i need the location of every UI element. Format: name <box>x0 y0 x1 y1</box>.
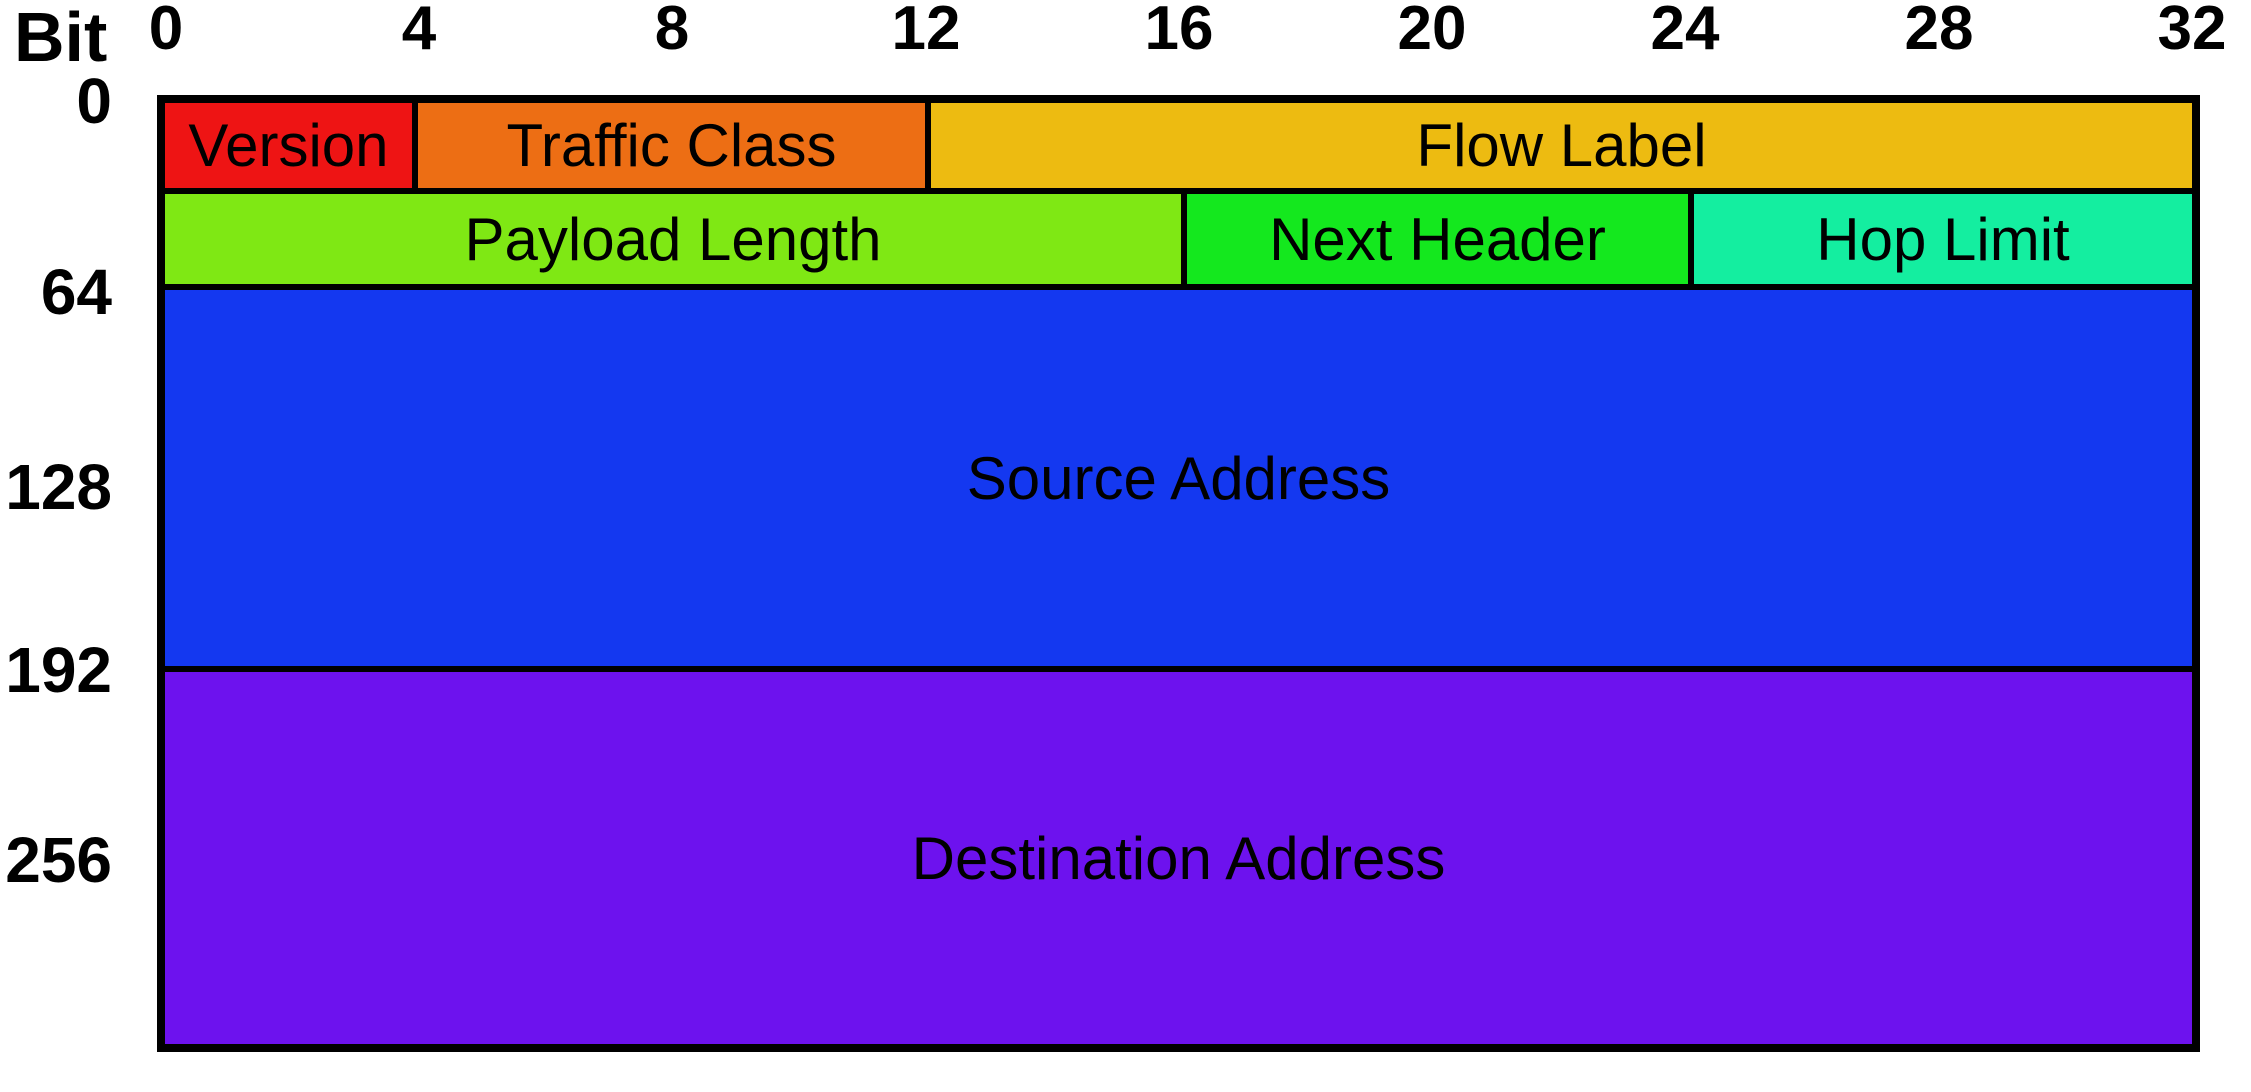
bit-offset-label-192: 192 <box>5 634 112 706</box>
bit-offset-label-128: 128 <box>5 451 112 523</box>
header-row-source: Source Address <box>165 290 2192 666</box>
bit-offset-label-256: 256 <box>5 824 112 896</box>
bit-offset-label-0: 0 <box>76 65 112 137</box>
bit-tick-8: 8 <box>654 0 690 63</box>
header-row-destination: Destination Address <box>165 672 2192 1044</box>
bit-tick-24: 24 <box>1650 0 1720 63</box>
bit-tick-32: 32 <box>2157 0 2227 63</box>
field-hop-limit: Hop Limit <box>1694 194 2192 284</box>
field-next-header: Next Header <box>1187 194 1688 284</box>
bit-tick-12: 12 <box>891 0 961 63</box>
bit-tick-28: 28 <box>1904 0 1974 63</box>
header-row-1: Version Traffic Class Flow Label <box>165 103 2192 188</box>
field-source-address: Source Address <box>165 290 2192 666</box>
bit-tick-0: 0 <box>148 0 184 63</box>
header-row-2: Payload Length Next Header Hop Limit <box>165 194 2192 284</box>
bit-axis-title: Bit <box>14 0 108 76</box>
header-fields-table: Version Traffic Class Flow Label Payload… <box>157 95 2200 1052</box>
bit-tick-20: 20 <box>1397 0 1467 63</box>
field-payload-length: Payload Length <box>165 194 1181 284</box>
field-traffic-class: Traffic Class <box>418 103 925 188</box>
bit-offset-label-64: 64 <box>40 256 112 328</box>
field-destination-address: Destination Address <box>165 672 2192 1044</box>
field-flow-label: Flow Label <box>931 103 2192 188</box>
field-version: Version <box>165 103 412 188</box>
bit-tick-16: 16 <box>1144 0 1214 63</box>
bit-tick-4: 4 <box>401 0 437 63</box>
